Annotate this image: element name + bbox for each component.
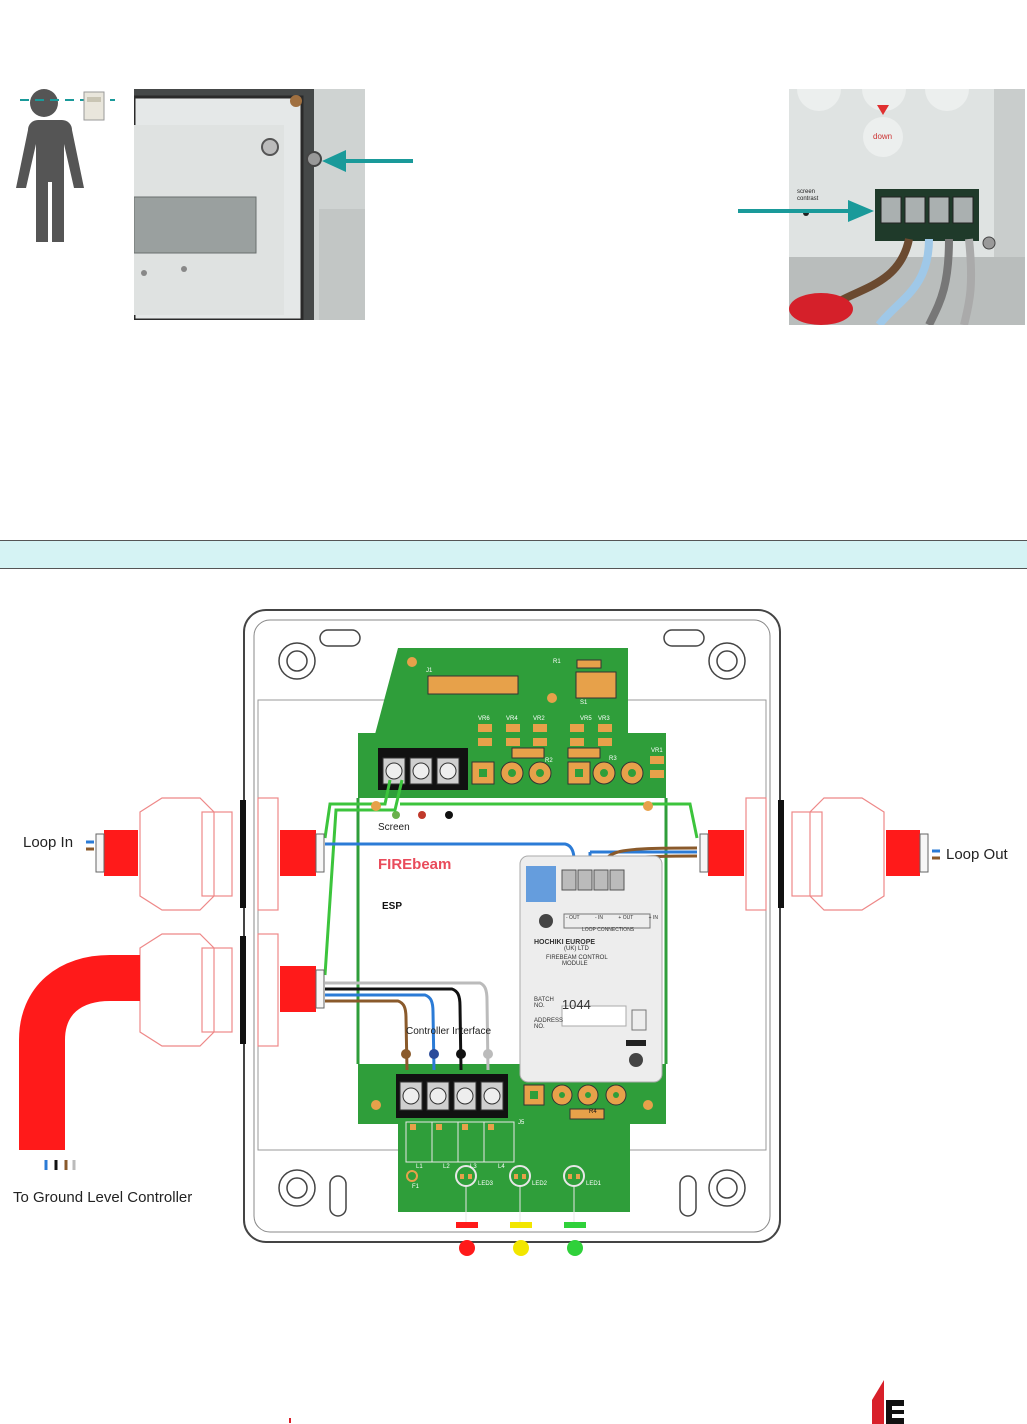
screen-label: Screen <box>378 822 410 833</box>
terminal-block-photo <box>789 89 1025 325</box>
module-title: FIREBEAM CONTROL <box>546 955 608 961</box>
module-maker-2: (UK) LTD <box>564 946 589 952</box>
esp-logo: ESP <box>378 892 406 921</box>
label-line-3: Do not remove this label <box>378 945 454 952</box>
to-ground-label: To Ground Level Controller <box>13 1189 193 1206</box>
loop-in-label: Loop In <box>23 834 74 851</box>
pcb-led3: LED3 <box>478 1181 494 1187</box>
term-out-neg: - OUT <box>566 915 580 921</box>
section-header-bar <box>0 540 1027 569</box>
pcb-l4: L4 <box>498 1164 505 1170</box>
pcb-r1: R1 <box>553 659 561 665</box>
cover-screw-arrowhead <box>322 150 346 172</box>
pcb-vr2: VR2 <box>533 716 545 722</box>
pcb-l3: L3 <box>470 1164 477 1170</box>
term-in-neg: - IN <box>594 915 604 921</box>
loop-connections-label: LOOP CONNECTIONS <box>582 927 635 933</box>
pcb-f1: F1 <box>412 1184 420 1190</box>
pcb-vr3: VR3 <box>598 716 610 722</box>
label-line-4: Only use in accordance with <box>378 954 466 961</box>
controller-interface-label: Controller Interface <box>406 1026 492 1037</box>
pcb-l2: L2 <box>443 1164 450 1170</box>
person-height-figure <box>16 89 115 242</box>
module-maker: HOCHIKI EUROPE <box>534 939 596 946</box>
label-line-5: manufacturers instructions <box>378 963 461 970</box>
module-title-2: MODULE <box>562 961 588 967</box>
address-label: ADDRESS <box>534 1018 564 1024</box>
pcb-r2: R2 <box>545 758 553 764</box>
pcb-j1: J1 <box>426 668 433 674</box>
down-button-label: down <box>873 132 893 141</box>
screen-contrast-label-2: contrast <box>797 196 819 202</box>
pcb-vr1: VR1 <box>651 748 663 754</box>
enclosure-cover-photo <box>134 89 365 320</box>
brand-logo: FIREbeam <box>378 856 452 873</box>
pcb-s1: S1 <box>580 700 588 706</box>
term-in-pos: + IN <box>648 915 658 921</box>
pcb-l1: L1 <box>416 1164 423 1170</box>
cover-screw-arrow-line <box>340 159 413 163</box>
label-line-1: Protocol specified in TI/006 <box>378 927 463 934</box>
module-panel-text: - OUT - IN + OUT + IN LOOP CONNECTIONS H… <box>534 915 658 1030</box>
cert-row: ESP CE <box>378 891 518 922</box>
brand-sub: HOCHIKI <box>378 871 404 877</box>
batch-value: 1044 <box>561 997 591 1012</box>
label-line-2: Maximum voltage 41v <box>378 936 447 943</box>
pcb-vr6: VR6 <box>478 716 490 722</box>
screen-contrast-label-1: screen <box>797 189 816 195</box>
loop-terminals: - OUT - IN + OUT + IN <box>566 915 658 921</box>
batch-label: BATCH <box>534 997 554 1003</box>
loop-out-label: Loop Out <box>946 846 1008 863</box>
ce-mark: CE <box>418 891 455 921</box>
pcb-j5: J5 <box>518 1120 525 1126</box>
address-no-label: NO. <box>534 1024 545 1030</box>
pcb-led2: LED2 <box>532 1181 548 1187</box>
batch-row: BATCH NO. 1044 <box>534 997 658 1012</box>
footer-red-mark <box>289 1418 291 1423</box>
hochiki-logo <box>872 1380 904 1424</box>
pcb-vr5: VR5 <box>580 716 592 722</box>
batch-no-label: NO. <box>534 1003 545 1009</box>
wiring-diagram <box>19 609 940 1256</box>
terminal-arrowhead <box>848 200 874 222</box>
pcb-led1: LED1 <box>586 1181 602 1187</box>
terminal-arrow-line <box>738 209 852 213</box>
pcb-vr4: VR4 <box>506 716 518 722</box>
pcb-r4: R4 <box>589 1109 597 1115</box>
term-out-pos: + OUT <box>618 915 634 921</box>
product-label: FIREbeam HOCHIKI ESP CE Protocol specifi… <box>378 856 518 971</box>
pcb-r3: R3 <box>609 756 617 762</box>
